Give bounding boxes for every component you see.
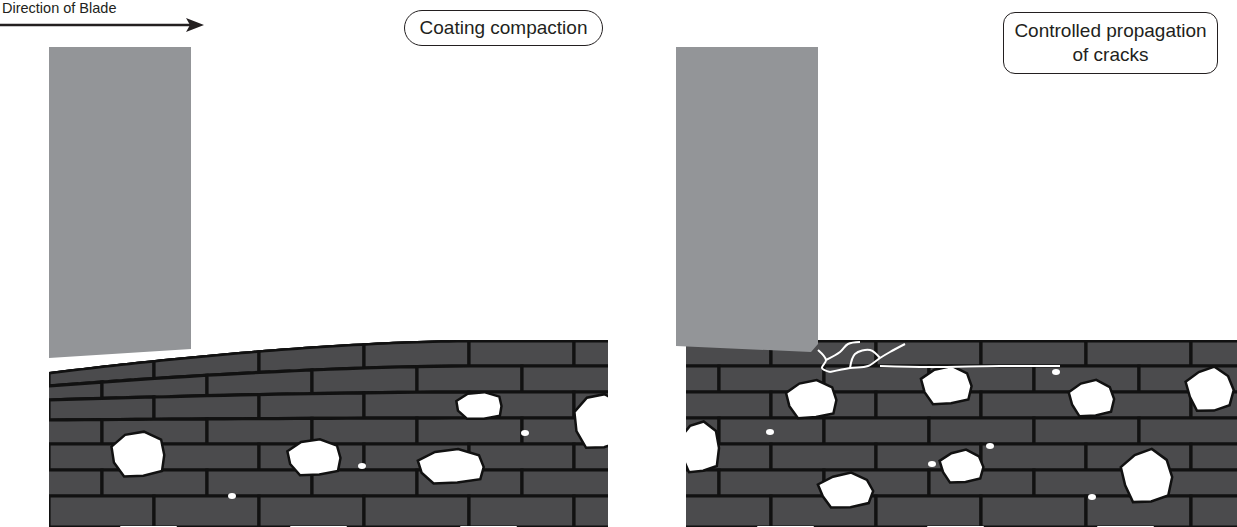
coating-splat (259, 496, 364, 527)
direction-label: Direction of Blade (2, 0, 116, 16)
coating-splat (154, 395, 259, 420)
coating-splat (1191, 444, 1237, 470)
arrow-head (186, 18, 204, 32)
pore (1088, 494, 1096, 500)
coating-splat (574, 340, 679, 366)
coating-splat (666, 392, 771, 418)
coating-splat (49, 397, 154, 420)
unmelted-particle (680, 421, 719, 472)
unmelted-particle (1069, 380, 1114, 417)
pore (228, 493, 236, 499)
coating-splat (259, 393, 364, 419)
coating-splat (666, 496, 771, 527)
unmelted-particle (574, 394, 623, 448)
crack (850, 350, 880, 368)
coating-splat (364, 496, 469, 527)
coating-splat (614, 366, 719, 392)
coating-splat (207, 470, 312, 496)
coating-layer (0, 330, 679, 527)
coating-splat (469, 496, 574, 527)
coating-splat (364, 392, 469, 418)
coating-splat (574, 496, 679, 527)
unmelted-particle (818, 473, 873, 508)
coating-splat (1086, 340, 1191, 366)
coating-layer (614, 330, 1237, 527)
unmelted-particle (940, 450, 984, 483)
pore (928, 461, 936, 467)
coating-splat (154, 444, 259, 470)
coating-splat (876, 496, 981, 527)
coating-splat (929, 418, 1034, 444)
caption-box: Controlled propagation of cracks (1003, 12, 1218, 74)
caption-text: Coating compaction (419, 16, 588, 40)
pore (1052, 369, 1060, 375)
crack (826, 342, 860, 360)
blade (676, 47, 818, 352)
unmelted-particle (921, 366, 972, 404)
coating-splat (312, 367, 417, 394)
coating-splat (312, 418, 417, 444)
coating-splat (981, 340, 1086, 366)
caption-text: Controlled propagation of cracks (1014, 19, 1207, 67)
coating-splat (771, 444, 876, 470)
coating-splat (0, 470, 102, 496)
coating-splat (824, 418, 929, 444)
unmelted-particle (111, 432, 164, 477)
coating-splat (719, 418, 824, 444)
coating-splat (469, 444, 574, 470)
unmelted-particle (287, 439, 340, 475)
coating-splat (1191, 496, 1237, 527)
coating-splat (614, 470, 719, 496)
crack (818, 350, 830, 372)
coating-splat (469, 340, 574, 366)
porosity-gap (758, 526, 813, 527)
porosity-gap (461, 526, 516, 527)
caption-pill: Coating compaction (404, 10, 603, 46)
coating-splat (876, 340, 981, 366)
unmelted-particle (1186, 367, 1234, 411)
coating-splat (981, 444, 1086, 470)
blade (49, 47, 191, 358)
coating-splat (981, 496, 1086, 527)
porosity-gap (1098, 526, 1153, 527)
direction-arrow (0, 24, 190, 27)
coating-splat (0, 420, 102, 444)
coating-splat (417, 366, 522, 392)
coating-splat (207, 370, 312, 396)
crack (880, 366, 1060, 367)
coating-splat (522, 470, 627, 496)
unmelted-particle (1121, 449, 1172, 502)
porosity-gap (928, 526, 983, 527)
coating-splat (1191, 340, 1237, 366)
pore (521, 430, 529, 436)
coating-splat (1034, 418, 1139, 444)
coating-splat (1139, 418, 1237, 444)
pore (766, 429, 774, 435)
coating-splat (207, 418, 312, 444)
pore (986, 443, 994, 449)
porosity-gap (121, 526, 176, 527)
porosity-gap (291, 526, 346, 527)
coating-splat (719, 470, 824, 496)
pore (358, 463, 366, 469)
unmelted-particle (418, 449, 484, 483)
coating-splat (417, 418, 522, 444)
coating-splat (49, 496, 154, 527)
coating-splat (522, 366, 627, 392)
unmelted-particle (456, 392, 501, 419)
crack (830, 344, 905, 372)
unmelted-particle (786, 380, 836, 418)
coating-splat (154, 496, 259, 527)
